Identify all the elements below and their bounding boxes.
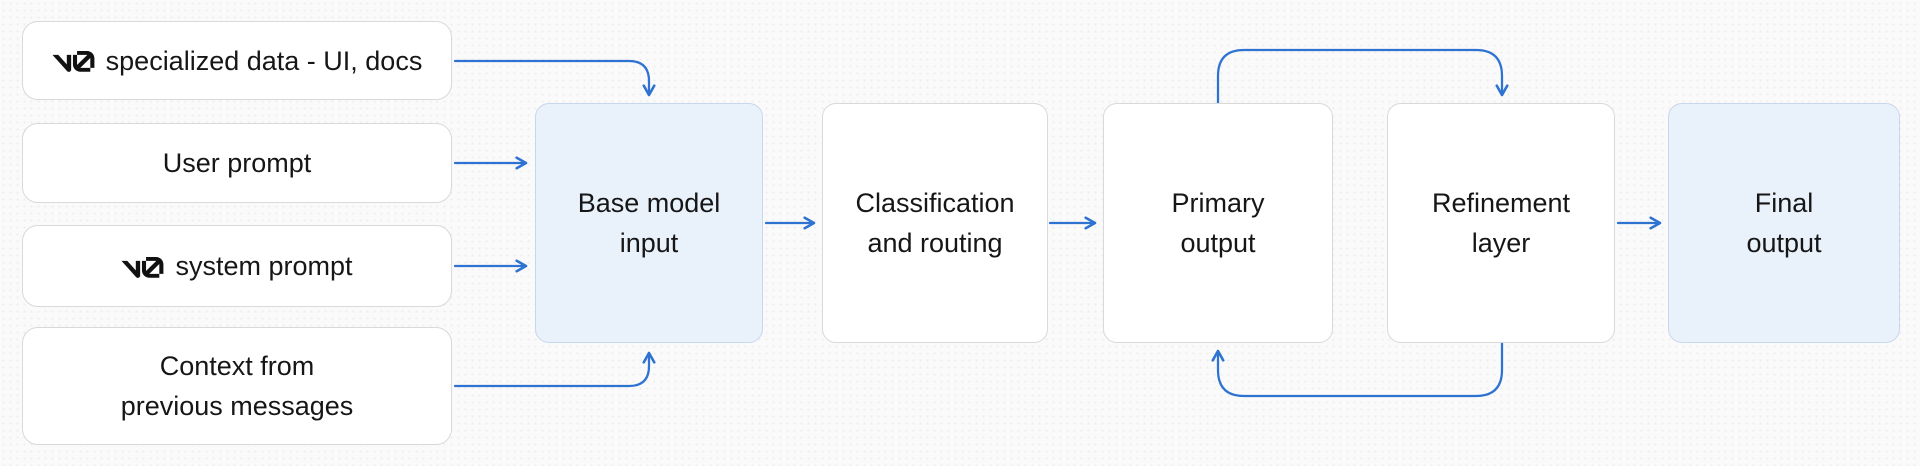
node-label: specialized data - UI, docs [105, 45, 423, 76]
v0-logo-icon [52, 51, 95, 72]
node-classification-routing: Classification and routing [822, 103, 1048, 343]
node-specialized-data: specialized data - UI, docs [22, 21, 452, 100]
node-user-prompt: User prompt [22, 123, 452, 203]
node-system-prompt: system prompt [22, 225, 452, 307]
node-label: Final output [1746, 188, 1822, 258]
node-base-model-input: Base model input [535, 103, 763, 343]
node-primary-output: Primary output [1103, 103, 1333, 343]
v0-logo-icon [121, 256, 164, 278]
node-final-output: Final output [1668, 103, 1900, 343]
node-label: Classification and routing [855, 188, 1015, 258]
node-label: Refinement layer [1431, 188, 1571, 258]
arrow-refinement-to-primary-loop-bottom [1211, 341, 1504, 398]
node-label: system prompt [175, 251, 353, 281]
arrow-specialized-data-to-base [453, 59, 656, 97]
arrow-primary-to-refinement-loop-top [1216, 48, 1509, 105]
node-context-previous-messages: Context from previous messages [22, 327, 452, 445]
arrow-context-to-base [453, 351, 656, 388]
node-refinement-layer: Refinement layer [1387, 103, 1615, 343]
node-label: Base model input [577, 188, 721, 258]
node-label: Context from previous messages [120, 351, 354, 421]
node-label: User prompt [162, 148, 312, 178]
node-label: Primary output [1171, 188, 1265, 258]
